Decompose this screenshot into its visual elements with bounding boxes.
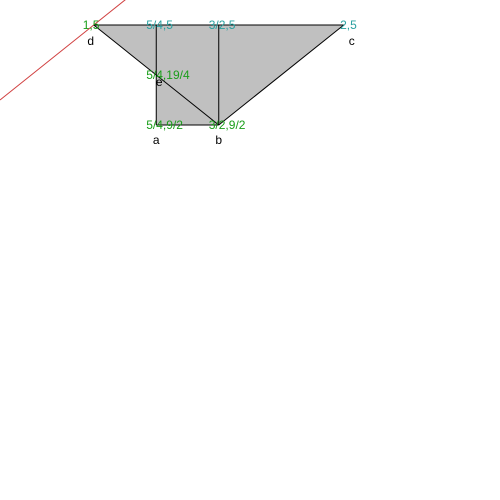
- coord-label-b: 3/2,9/2: [209, 118, 246, 132]
- infinite-red-line: [0, 0, 126, 101]
- edges-group: [93, 24, 345, 126]
- point-label-e: e: [156, 75, 163, 89]
- coord-label-t2: 3/2,5: [209, 18, 236, 32]
- coord-label-c: 2,5: [340, 18, 357, 32]
- coord-label-e: 5/4,19/4: [146, 68, 190, 82]
- point-label-c: c: [349, 34, 355, 48]
- edge-d-b: [93, 24, 220, 126]
- point-label-a: a: [153, 133, 160, 147]
- point-label-d: d: [87, 34, 94, 48]
- edge-c-b: [218, 24, 345, 126]
- coord-label-t1: 5/4,5: [146, 18, 173, 32]
- labels-group: 1,5 d 5/4,5 3/2,5 2,5 c 5/4,19/4e 5/4,9/2a 3/2,9…: [83, 18, 357, 147]
- point-label-b: b: [215, 133, 222, 147]
- coord-label-d: 1,5: [83, 18, 100, 32]
- coord-label-a: 5/4,9/2: [146, 118, 183, 132]
